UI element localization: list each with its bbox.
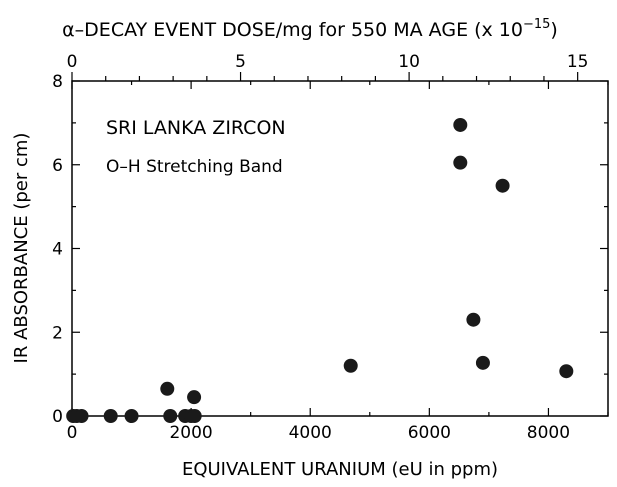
data-point xyxy=(453,155,468,170)
data-point xyxy=(103,409,118,423)
top-tick-label: 5 xyxy=(235,52,246,72)
data-point xyxy=(495,178,510,193)
annotation-band: O–H Stretching Band xyxy=(106,157,283,177)
y-tick-label: 2 xyxy=(52,323,63,343)
top-axis-label-prefix: α–DECAY EVENT DOSE/mg for 550 MA AGE (x … xyxy=(62,19,523,41)
y-tick-label: 4 xyxy=(52,240,63,260)
annotation-sample: SRI LANKA ZIRCON xyxy=(106,117,286,139)
x-tick-label: 2000 xyxy=(169,423,212,443)
x-tick-label: 4000 xyxy=(289,423,332,443)
top-axis-label: α–DECAY EVENT DOSE/mg for 550 MA AGE (x … xyxy=(62,17,558,41)
data-point xyxy=(163,409,178,423)
y-tick-label: 8 xyxy=(52,72,63,92)
data-point xyxy=(187,390,202,405)
x-axis-label: EQUIVALENT URANIUM (eU in ppm) xyxy=(182,459,498,480)
data-point xyxy=(74,409,89,423)
data-points xyxy=(66,117,574,423)
top-axis-label-suffix: ) xyxy=(550,19,557,41)
y-axis-label: IR ABSORBANCE (per cm) xyxy=(11,133,32,364)
data-point xyxy=(187,409,202,423)
y-tick-label: 0 xyxy=(52,407,63,427)
axis-ticks xyxy=(71,72,609,417)
data-point xyxy=(453,117,468,132)
y-tick-label: 6 xyxy=(52,156,63,176)
top-axis-label-exponent: −15 xyxy=(523,17,550,32)
x-tick-label: 8000 xyxy=(527,423,570,443)
data-point xyxy=(466,312,481,327)
x-tick-label: 0 xyxy=(67,423,78,443)
top-tick-label: 10 xyxy=(398,52,420,72)
top-tick-label: 0 xyxy=(67,52,78,72)
data-point xyxy=(475,355,490,370)
data-point xyxy=(559,364,574,379)
data-point xyxy=(124,409,139,423)
top-tick-label: 15 xyxy=(567,52,589,72)
data-point xyxy=(343,358,358,373)
x-tick-label: 6000 xyxy=(408,423,451,443)
data-point xyxy=(160,381,175,396)
